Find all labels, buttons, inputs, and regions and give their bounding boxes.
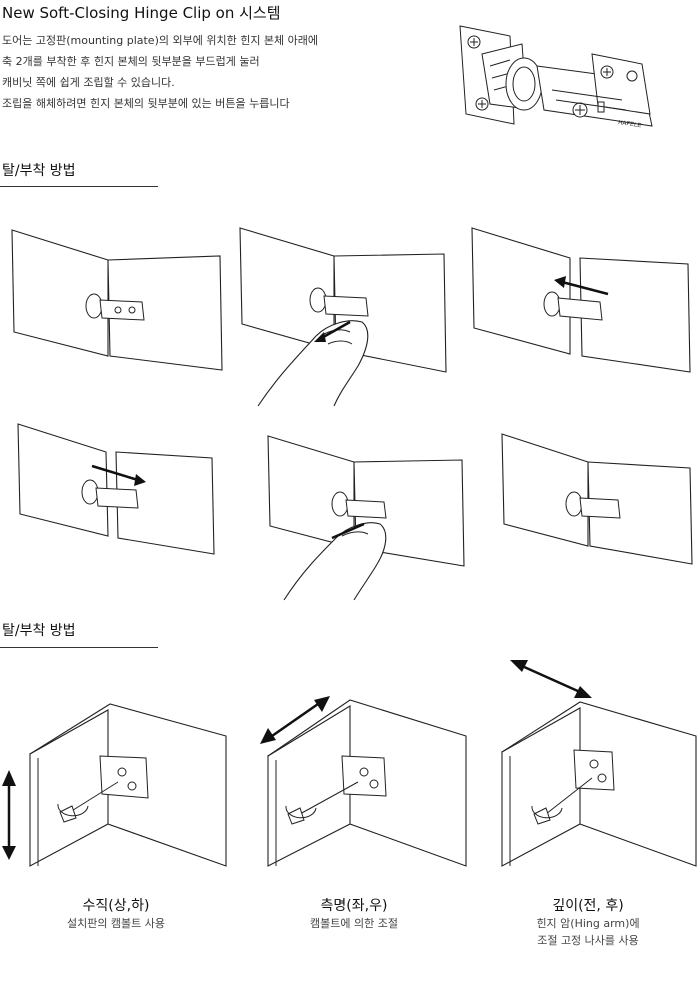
section1-divider: [0, 186, 158, 187]
step-2-illustration: [239, 227, 447, 407]
desc-line: 캠볼트에 의한 조절: [310, 917, 398, 930]
adjustment-horizontal-illustration: [260, 696, 467, 867]
adjustment-2-title: 측명(좌,우): [320, 898, 388, 914]
step-6-illustration: [501, 433, 693, 565]
intro-line: 캐비닛 쪽에 쉽게 조립할 수 있습니다.: [2, 76, 175, 89]
hinge-product-icon: HAFELE: [459, 25, 653, 129]
hinge-attached-icon: [565, 491, 621, 519]
step-1-illustration: [11, 229, 223, 371]
adjustment-3-title: 깊이(전, 후): [552, 898, 624, 914]
vertical-arrow-icon: [2, 770, 16, 860]
arrow-right-icon: [91, 464, 146, 486]
page-title: New Soft-Closing Hinge Clip on 시스템: [2, 4, 281, 22]
section2-divider: [0, 647, 158, 648]
adjustment-depth-illustration: [501, 660, 697, 867]
brand-mark: HAFELE: [618, 120, 642, 129]
adjustment-2-desc: 캠볼트에 의한 조절: [274, 915, 434, 932]
adjustment-1-desc: 설치판의 캠볼트 사용: [36, 915, 196, 932]
hand-press-icon: [257, 320, 369, 407]
hinge-attached-icon: [85, 293, 145, 321]
desc-line: 설치판의 캠볼트 사용: [66, 917, 166, 930]
intro-text: 도어는 고정판(mounting plate)의 외부에 위치한 힌지 본체 아…: [2, 30, 442, 114]
adjustment-3-desc: 힌지 암(Hing arm)에 조절 고정 나사를 사용: [508, 915, 668, 949]
section1-title: 탈/부착 방법: [2, 163, 76, 179]
arrow-icon: [331, 522, 365, 540]
diagonal-arrow-icon: [260, 696, 330, 744]
adjustment-1-title: 수직(상,하): [82, 898, 150, 914]
adjustment-vertical-illustration: [2, 703, 227, 867]
step-3-illustration: [471, 227, 691, 373]
section2-title: 탈/부착 방법: [2, 623, 76, 639]
intro-line: 축 2개를 부착한 후 힌지 본체의 뒷부분을 부드럽게 눌러: [2, 55, 260, 68]
step-5-illustration: [267, 435, 465, 601]
intro-line: 도어는 고정판(mounting plate)의 외부에 위치한 힌지 본체 아…: [2, 34, 319, 47]
hand-press-icon: [283, 522, 387, 601]
step-4-illustration: [17, 423, 215, 555]
intro-line: 조립을 해체하려면 힌지 본체의 뒷부분에 있는 버튼을 누릅니다: [2, 97, 290, 110]
desc-line: 조절 고정 나사를 사용: [537, 934, 639, 947]
desc-line: 힌지 암(Hing arm)에: [536, 917, 640, 930]
arrow-left-icon: [554, 276, 609, 296]
diagonal-arrow-icon: [510, 660, 592, 698]
